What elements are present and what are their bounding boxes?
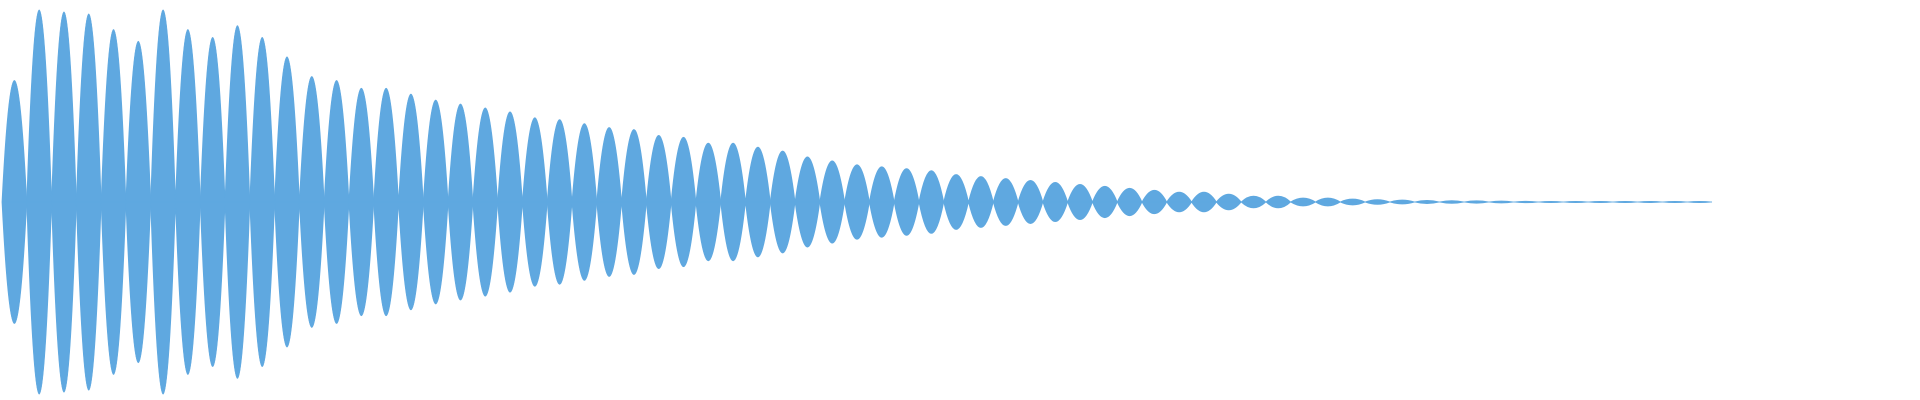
waveform-lobes (1, 9, 1713, 395)
